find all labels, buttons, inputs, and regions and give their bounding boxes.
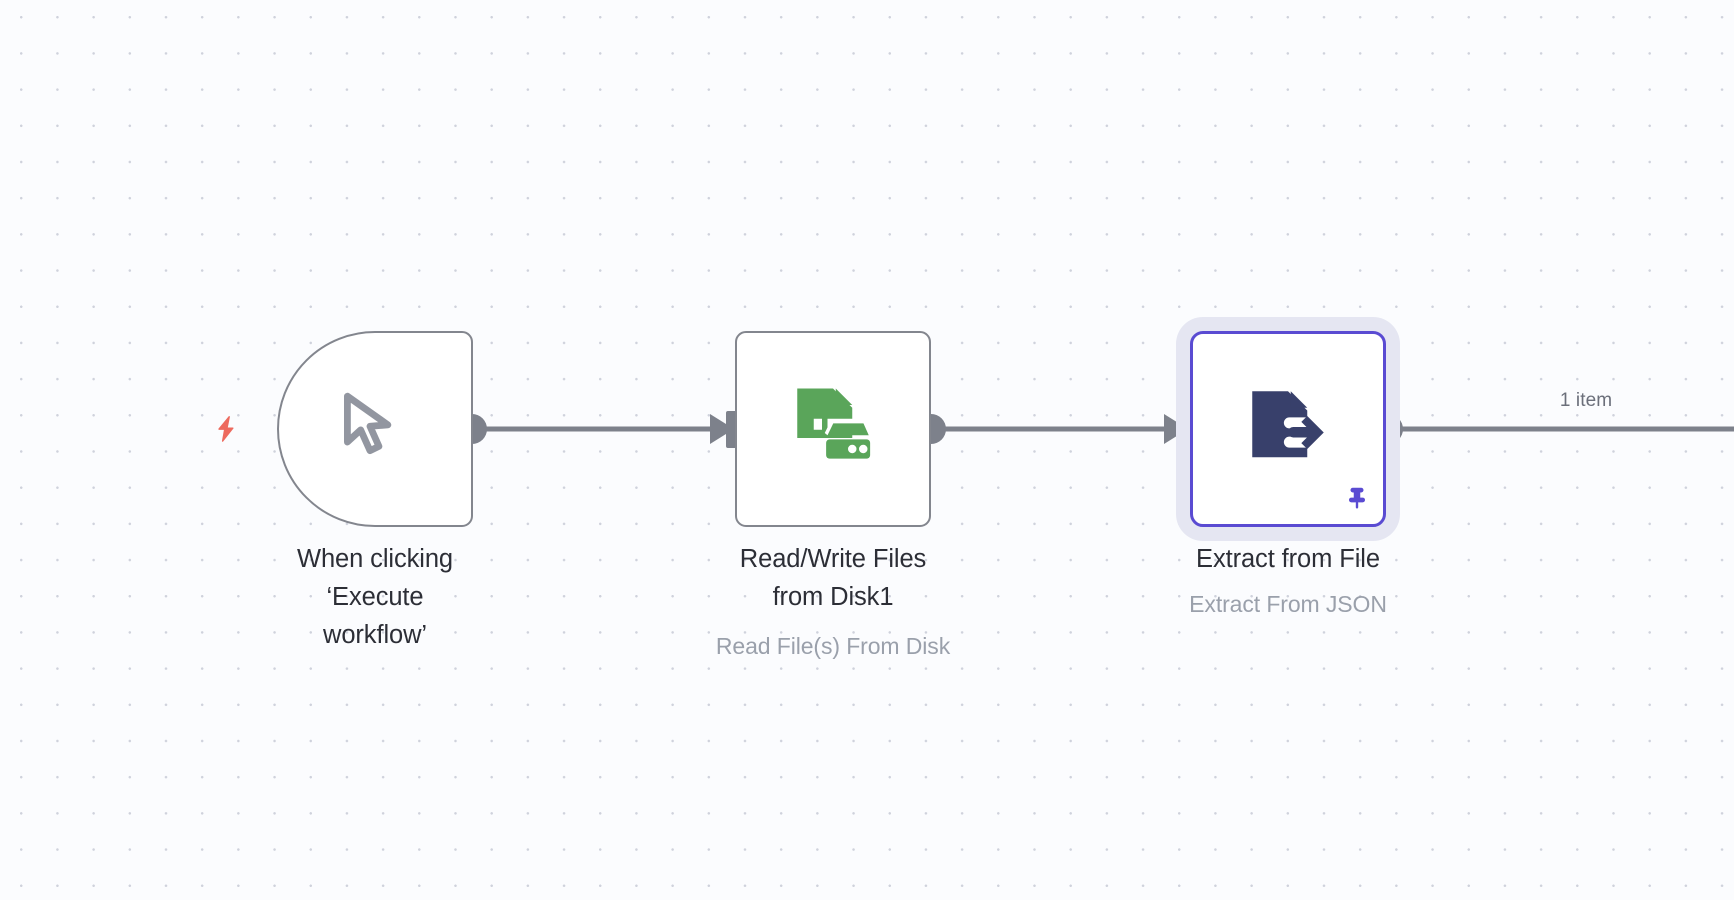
node-extract-from-file[interactable] [1190, 331, 1386, 527]
node-when-clicking-execute-workflow[interactable] [277, 331, 473, 527]
node-read-write-files-from-disk1[interactable] [735, 331, 931, 527]
pin-icon [1344, 484, 1370, 512]
connection-arrow-trigger-to-disk [710, 414, 734, 444]
mouse-cursor-icon [332, 384, 418, 475]
connection-arrow-disk-to-extract [1164, 414, 1188, 444]
node-label-when-clicking-execute-workflow: When clicking ‘Execute workflow’ [296, 545, 453, 649]
node-sublabel-read-write-files-from-disk1: Read File(s) From Disk [715, 633, 951, 659]
node-sublabel-extract-from-file: Extract From JSON [1189, 591, 1387, 617]
file-extract-icon [1244, 383, 1332, 476]
edge-label-item-count: 1 item [1559, 390, 1613, 411]
trigger-bolt-icon [211, 411, 241, 447]
node-label-extract-from-file: Extract from File [1196, 545, 1380, 573]
node-label-read-write-files-from-disk1: Read/Write Files from Disk1 [739, 545, 927, 611]
file-disk-icon [789, 383, 877, 476]
